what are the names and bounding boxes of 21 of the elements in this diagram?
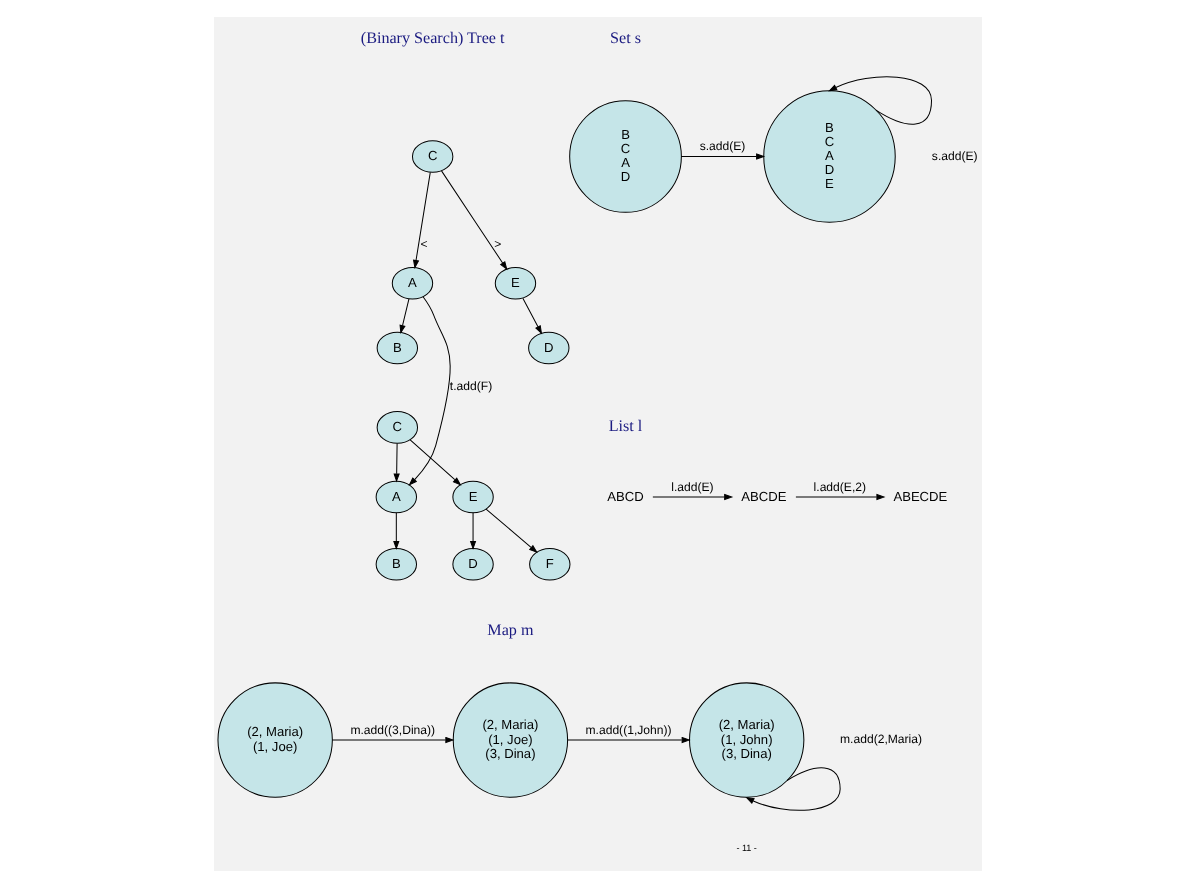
- arrow: [521, 297, 542, 335]
- arrow: [468, 512, 476, 551]
- arrow: [408, 439, 461, 486]
- arrow: [679, 153, 765, 160]
- arrow: [827, 76, 931, 125]
- arrow: [440, 170, 507, 271]
- arrow: [566, 736, 690, 744]
- arrow: [484, 508, 537, 554]
- arrow: [411, 171, 430, 270]
- label: Set s: [609, 29, 640, 48]
- arrow: [398, 298, 409, 335]
- arrow: [392, 512, 399, 551]
- arrow: [744, 767, 840, 811]
- arrow: [794, 493, 885, 501]
- label: List l: [607, 417, 642, 436]
- arrow: [407, 296, 450, 486]
- label: Map m: [486, 621, 533, 640]
- label: (Binary Search) Tree t: [359, 29, 504, 48]
- arrow: [330, 736, 454, 744]
- arrow: [651, 493, 733, 501]
- arrow: [392, 442, 399, 483]
